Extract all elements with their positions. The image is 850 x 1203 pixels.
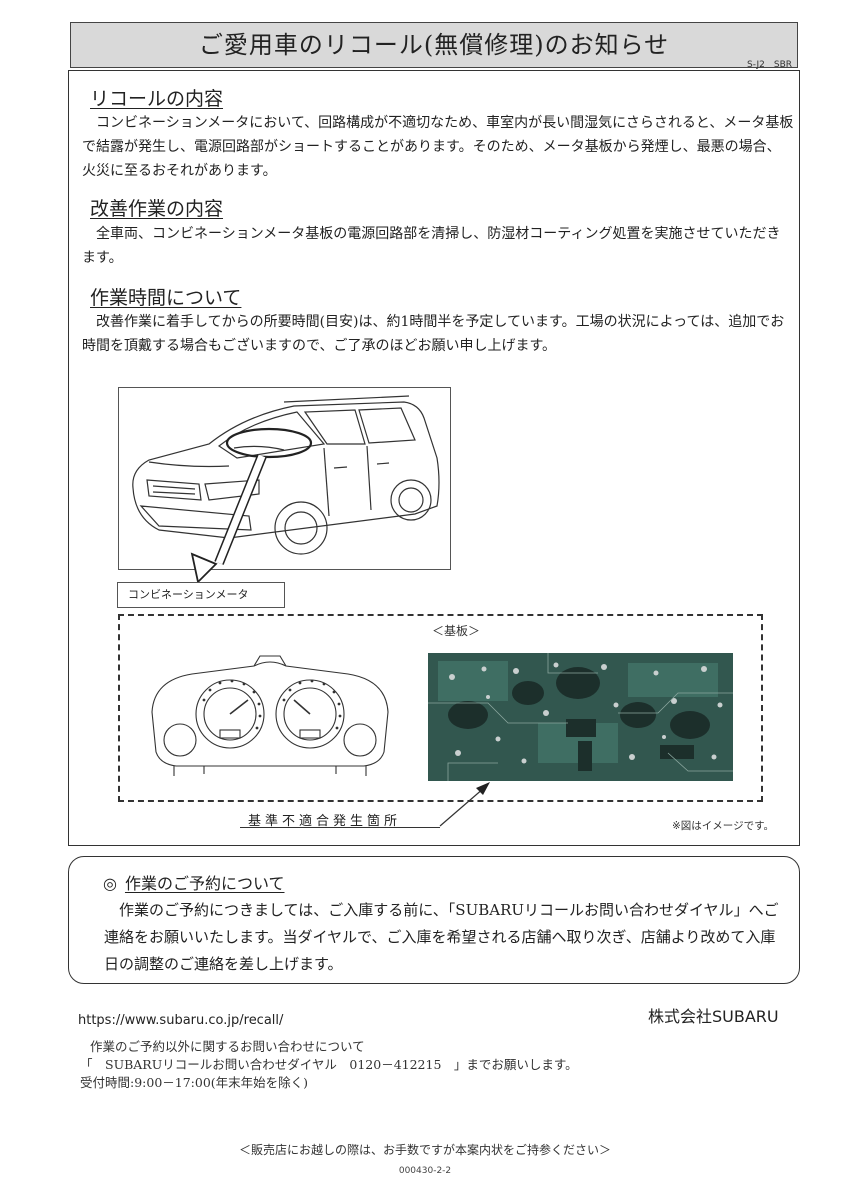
reservation-heading: ◎ 作業のご予約について — [103, 870, 285, 894]
detail-dashed-box — [118, 614, 763, 802]
car-drawing — [132, 395, 440, 565]
circuit-board-photo — [428, 653, 733, 781]
section-body-recall: コンビネーションメータにおいて、回路構成が不適切なため、車室内が長い間湿気にさら… — [82, 115, 794, 179]
instrument-cluster-drawing — [151, 655, 389, 776]
fault-label-underline — [240, 827, 440, 828]
double-circle-icon: ◎ — [103, 874, 117, 893]
main-content-box — [68, 70, 800, 846]
section-heading-recall: リコールの内容 — [90, 88, 224, 110]
section-heading-improvement: 改善作業の内容 — [90, 198, 224, 220]
fault-pointer-arrow — [439, 782, 490, 827]
recall-url-link[interactable]: https://www.subaru.co.jp/recall/ — [78, 1013, 284, 1028]
contact-line-1: 作業のご予約以外に関するお問い合わせについて — [90, 1039, 365, 1054]
reservation-box — [68, 856, 800, 984]
company-name: 株式会社SUBARU — [648, 1007, 779, 1026]
section-heading-worktime: 作業時間について — [90, 287, 242, 309]
car-illustration — [118, 387, 451, 570]
pointer-arrow-head — [190, 552, 218, 584]
contact-line-2: 「 SUBARUリコールお問い合わせダイヤル 0120－412215 」までお願… — [80, 1057, 578, 1072]
reservation-body: 作業のご予約につきましては、ご入庫する前に、「SUBARUリコールお問い合わせダ… — [104, 901, 779, 973]
contact-info: 作業のご予約以外に関するお問い合わせについて 「 SUBARUリコールお問い合わ… — [80, 1038, 578, 1092]
section-body-improvement: 全車両、コンビネーションメータ基板の電源回路部を清掃し、防湿材コーティング処置を… — [82, 226, 781, 266]
footer-note: ＜販売店にお越しの際は、お手数ですが本案内状をご持参ください＞ — [238, 1143, 611, 1157]
document-number: 000430-2-2 — [398, 1166, 452, 1176]
page-title: ご愛用車のリコール(無償修理)のお知らせ — [70, 22, 798, 68]
document-code: S-J2 SBR — [747, 60, 792, 70]
fault-location-label: 基準不適合発生箇所 — [248, 814, 402, 829]
reservation-heading-text: 作業のご予約について — [124, 874, 285, 893]
section-body-worktime: 改善作業に着手してからの所要時間(目安)は、約1時間半を予定しています。工場の状… — [82, 314, 785, 354]
board-label: ＜基板＞ — [432, 624, 481, 638]
contact-line-3: 受付時間:9:00－17:00(年末年始を除く) — [80, 1075, 309, 1090]
image-note: ※図はイメージです。 — [672, 820, 775, 832]
meter-label: コンビネーションメータ — [117, 582, 285, 608]
circuit-board-drawing — [428, 653, 733, 781]
